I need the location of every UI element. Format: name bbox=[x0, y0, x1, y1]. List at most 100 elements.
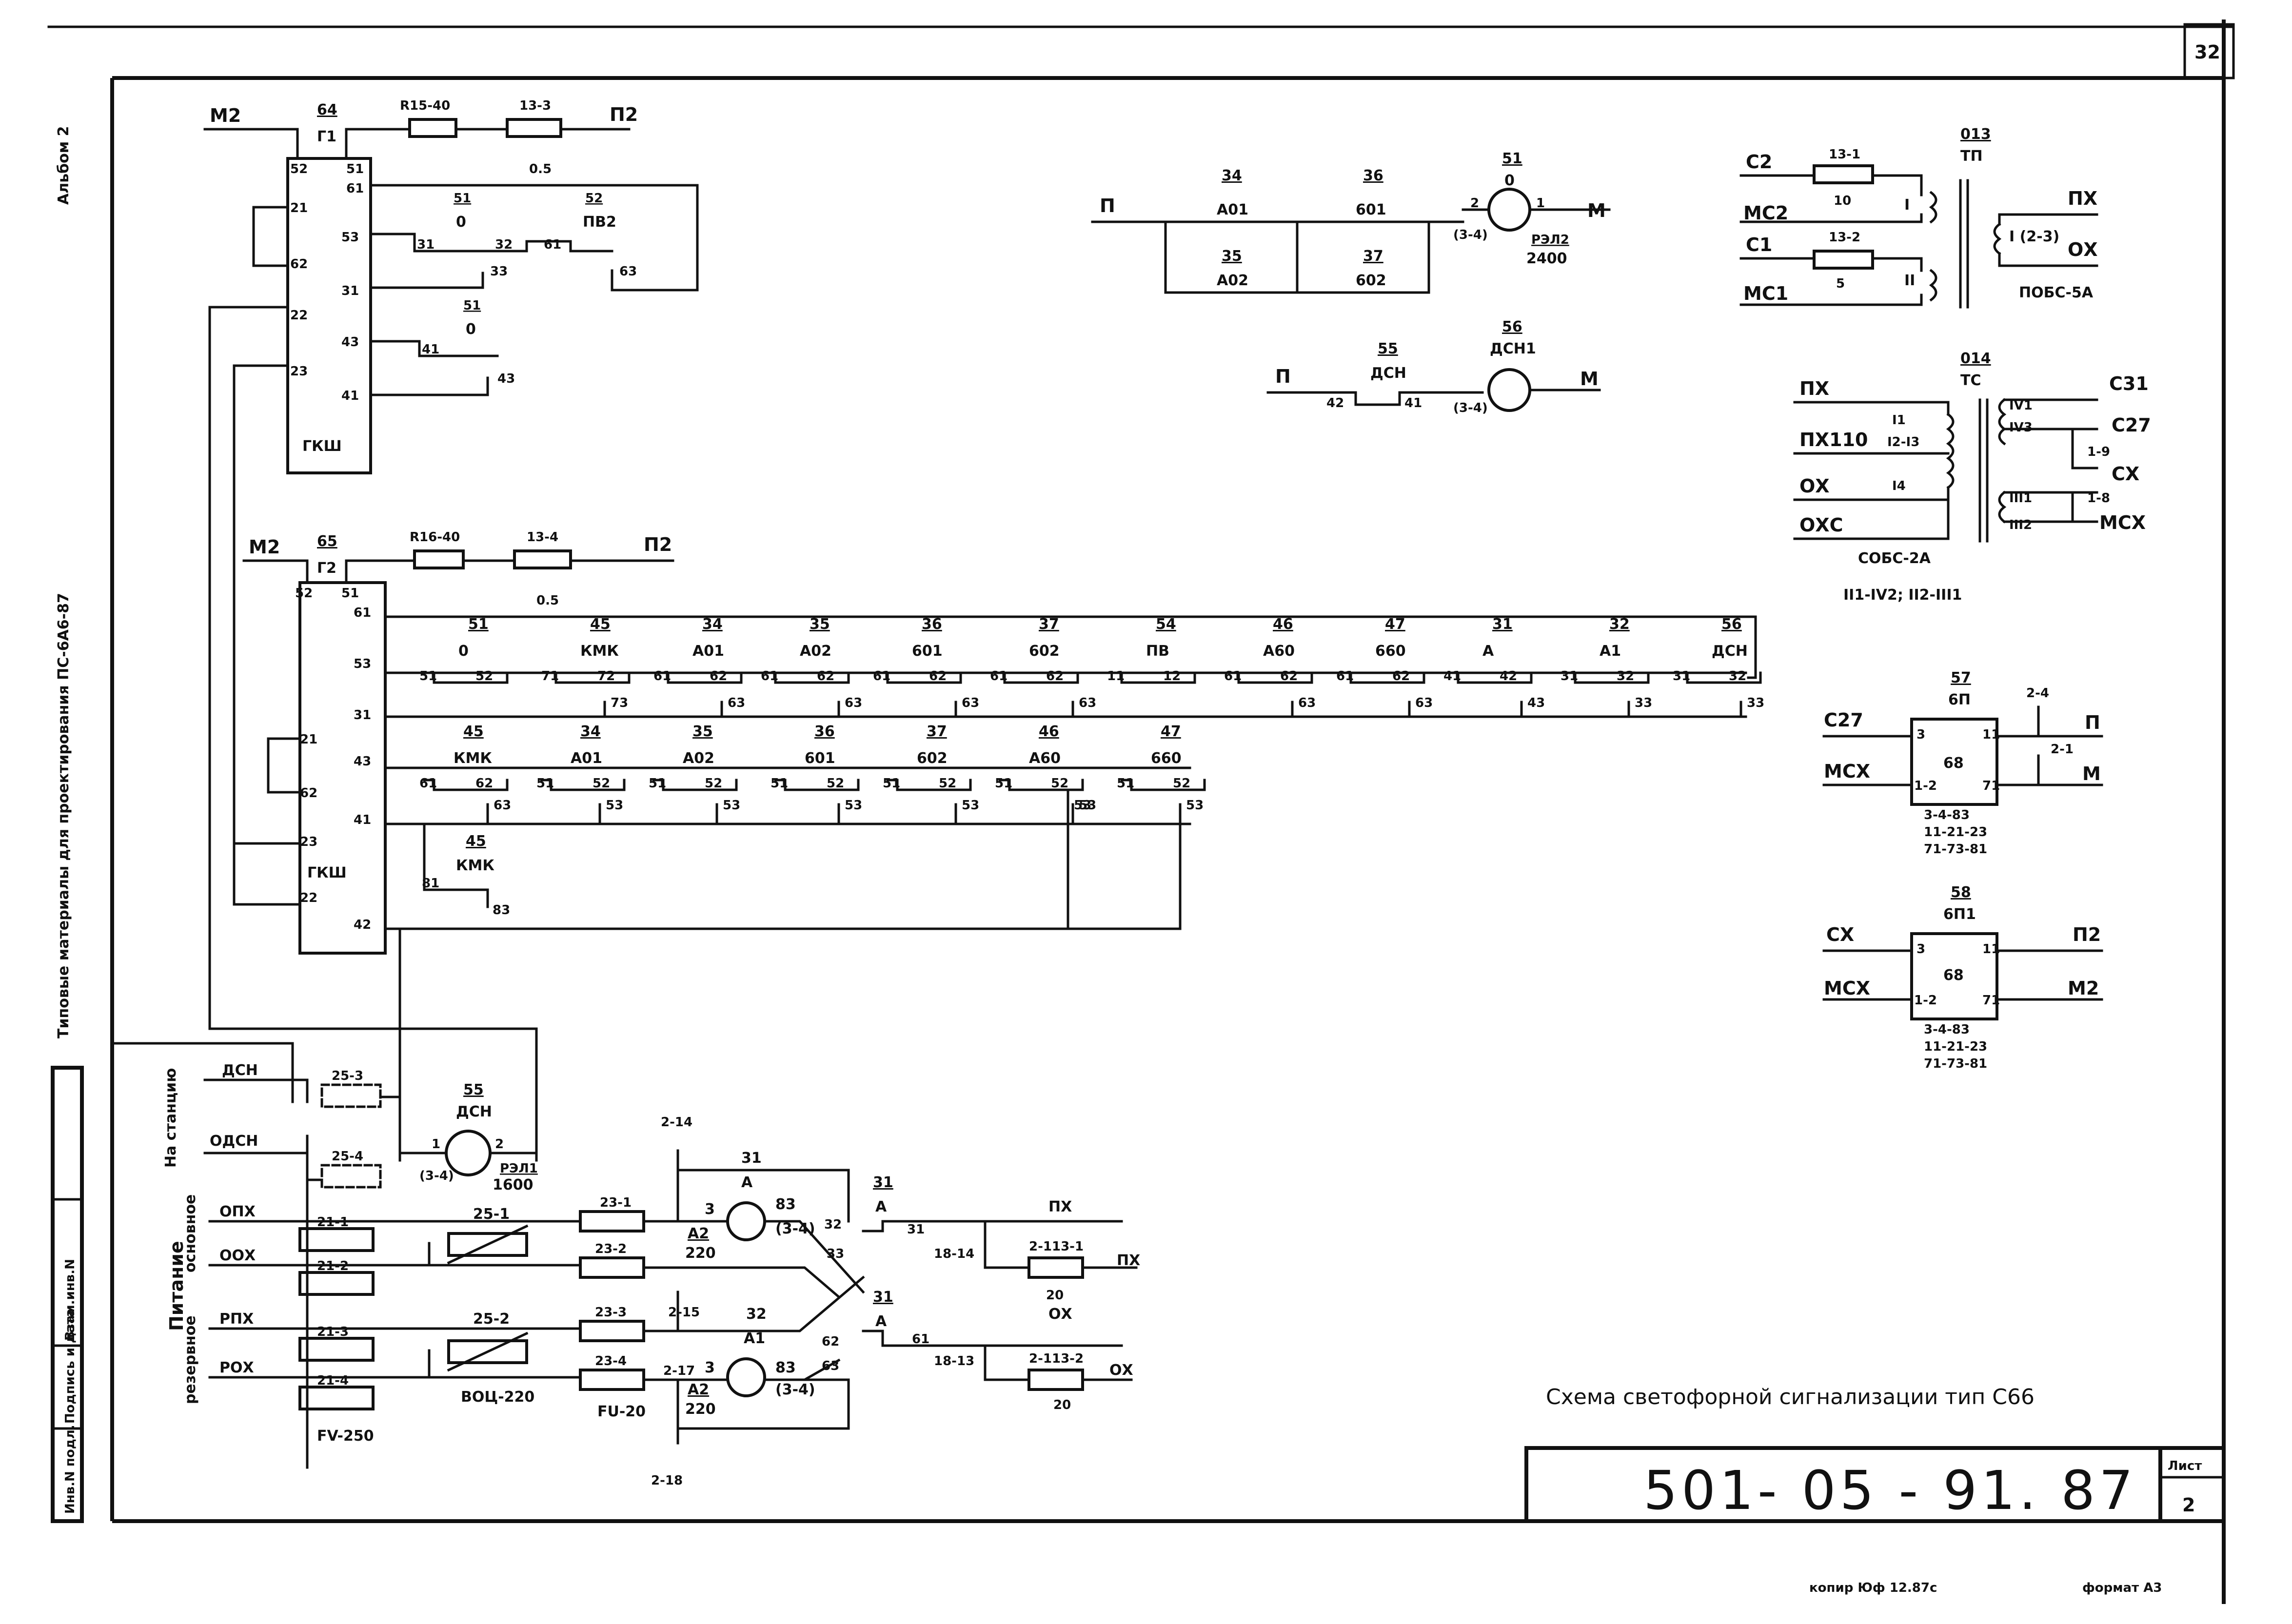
svg-text:FV-250: FV-250 bbox=[317, 1428, 374, 1445]
svg-text:1-2: 1-2 bbox=[1914, 779, 1937, 793]
row43-pin: 52 bbox=[593, 776, 610, 791]
svg-text:А1: А1 bbox=[744, 1330, 765, 1347]
svg-text:014: 014 bbox=[1960, 350, 1991, 367]
row53-pin: 61 bbox=[761, 669, 778, 684]
stamp-sign: Подпись и дата bbox=[63, 1309, 78, 1424]
svg-text:25-2: 25-2 bbox=[473, 1311, 510, 1328]
g1-resistor: R15-40 bbox=[400, 98, 450, 113]
svg-text:ТП: ТП bbox=[1960, 148, 1983, 165]
svg-text:ОХ: ОХ bbox=[2068, 239, 2098, 260]
row53-contact bbox=[1447, 671, 1533, 684]
svg-text:I: I bbox=[1904, 196, 1910, 214]
svg-text:МС2: МС2 bbox=[1743, 202, 1788, 224]
row53-pin: 61 bbox=[990, 669, 1008, 684]
row53-pin: 62 bbox=[817, 669, 834, 684]
row53-contact-label: ДСН bbox=[1712, 643, 1748, 660]
svg-text:68: 68 bbox=[1943, 967, 1964, 984]
svg-text:53: 53 bbox=[341, 230, 359, 245]
row53-contact-num: 34 bbox=[702, 616, 723, 633]
svg-text:31: 31 bbox=[873, 1174, 893, 1191]
row53-contact-label: 601 bbox=[912, 643, 943, 660]
row43-pin: 52 bbox=[827, 776, 844, 791]
row53-pin: 52 bbox=[475, 669, 493, 684]
row41-tap-label: 53 bbox=[1074, 798, 1091, 813]
row53-pin: 72 bbox=[597, 669, 615, 684]
row41-tap-label: 53 bbox=[723, 798, 740, 813]
svg-text:52: 52 bbox=[290, 162, 308, 176]
svg-text:3: 3 bbox=[1917, 942, 1925, 957]
svg-text:41: 41 bbox=[1404, 396, 1422, 411]
row43-contact bbox=[774, 779, 860, 791]
row31-tap-label: 33 bbox=[1635, 696, 1652, 710]
svg-text:2-113-2: 2-113-2 bbox=[1029, 1351, 1084, 1366]
row53-contact bbox=[1110, 671, 1196, 684]
row53-contact-num: 36 bbox=[922, 616, 942, 633]
svg-text:3: 3 bbox=[705, 1201, 715, 1218]
svg-text:ВОЦ-220: ВОЦ-220 bbox=[461, 1389, 534, 1406]
svg-text:220: 220 bbox=[685, 1245, 716, 1262]
svg-text:31: 31 bbox=[417, 237, 435, 252]
svg-text:С1: С1 bbox=[1746, 234, 1772, 255]
svg-text:32: 32 bbox=[495, 237, 513, 252]
row53-pin: 11 bbox=[1107, 669, 1125, 684]
svg-text:А2: А2 bbox=[688, 1381, 709, 1398]
svg-text:Питание: Питание bbox=[166, 1241, 187, 1331]
svg-text:63: 63 bbox=[822, 1359, 839, 1373]
svg-text:25-3: 25-3 bbox=[332, 1069, 363, 1083]
svg-text:11: 11 bbox=[1982, 942, 2000, 957]
svg-text:ОХС: ОХС bbox=[1799, 514, 1843, 536]
svg-text:С27: С27 bbox=[1824, 709, 1863, 731]
svg-text:18-14: 18-14 bbox=[934, 1247, 974, 1261]
row53-contact bbox=[657, 671, 743, 684]
stamp-inv: Инв.N подл. bbox=[63, 1425, 78, 1514]
svg-text:3: 3 bbox=[1917, 727, 1925, 742]
svg-text:2: 2 bbox=[1470, 196, 1479, 211]
svg-text:IV1: IV1 bbox=[2009, 398, 2033, 413]
svg-text:220: 220 bbox=[685, 1401, 716, 1418]
album-label: Альбом 2 bbox=[55, 126, 72, 205]
svg-text:РПХ: РПХ bbox=[219, 1311, 254, 1328]
svg-text:(3-4): (3-4) bbox=[775, 1220, 815, 1237]
svg-text:23-4: 23-4 bbox=[595, 1354, 627, 1369]
row53-contact bbox=[1676, 671, 1762, 684]
svg-text:21: 21 bbox=[290, 201, 308, 215]
row41-tap-label: 53 bbox=[1079, 798, 1096, 813]
svg-text:32: 32 bbox=[746, 1306, 767, 1323]
svg-text:ОХ: ОХ bbox=[1799, 475, 1830, 497]
svg-text:РЭЛ2: РЭЛ2 bbox=[1531, 233, 1569, 247]
svg-text:25-1: 25-1 bbox=[473, 1206, 510, 1223]
g1-right-pins: 51 61 53 31 43 41 bbox=[341, 162, 364, 403]
svg-text:45: 45 bbox=[466, 833, 486, 850]
svg-text:РОХ: РОХ bbox=[219, 1359, 254, 1376]
svg-text:М: М bbox=[1580, 368, 1599, 390]
row53-pin: 71 bbox=[541, 669, 559, 684]
row31-tap-label: 63 bbox=[845, 696, 862, 710]
row43-contact bbox=[540, 779, 626, 791]
svg-text:31: 31 bbox=[354, 708, 371, 723]
svg-text:55: 55 bbox=[463, 1081, 484, 1098]
row53-contact-num: 56 bbox=[1721, 616, 1742, 633]
row43-contact bbox=[1120, 779, 1206, 791]
svg-text:31: 31 bbox=[873, 1289, 893, 1306]
svg-text:11-21-23: 11-21-23 bbox=[1924, 1039, 1987, 1054]
svg-text:I4: I4 bbox=[1892, 479, 1906, 493]
row43-pin: 62 bbox=[475, 776, 493, 791]
lamp-0-circuit: П 34 А01 35 А02 36 601 37 602 51 0 М РЭЛ… bbox=[1091, 150, 1611, 294]
row53-contact bbox=[1564, 671, 1650, 684]
svg-text:68: 68 bbox=[1943, 755, 1964, 772]
svg-text:МСХ: МСХ bbox=[1824, 978, 1870, 999]
row53-contact-num: 31 bbox=[1492, 616, 1513, 633]
row43-pin: 61 bbox=[419, 776, 437, 791]
row53-pin: 41 bbox=[1443, 669, 1461, 684]
svg-text:КМК: КМК bbox=[456, 857, 494, 874]
svg-text:63: 63 bbox=[619, 264, 637, 279]
row53-contact bbox=[1227, 671, 1313, 684]
svg-text:ПХ: ПХ bbox=[1799, 378, 1829, 399]
svg-text:(3-4): (3-4) bbox=[1453, 401, 1488, 415]
svg-text:П: П bbox=[1100, 195, 1115, 216]
svg-text:83: 83 bbox=[493, 903, 510, 918]
svg-text:51: 51 bbox=[346, 162, 364, 176]
svg-text:А01: А01 bbox=[1217, 201, 1248, 218]
row43-contact-num: 45 bbox=[463, 723, 484, 740]
svg-text:81: 81 bbox=[422, 876, 439, 891]
